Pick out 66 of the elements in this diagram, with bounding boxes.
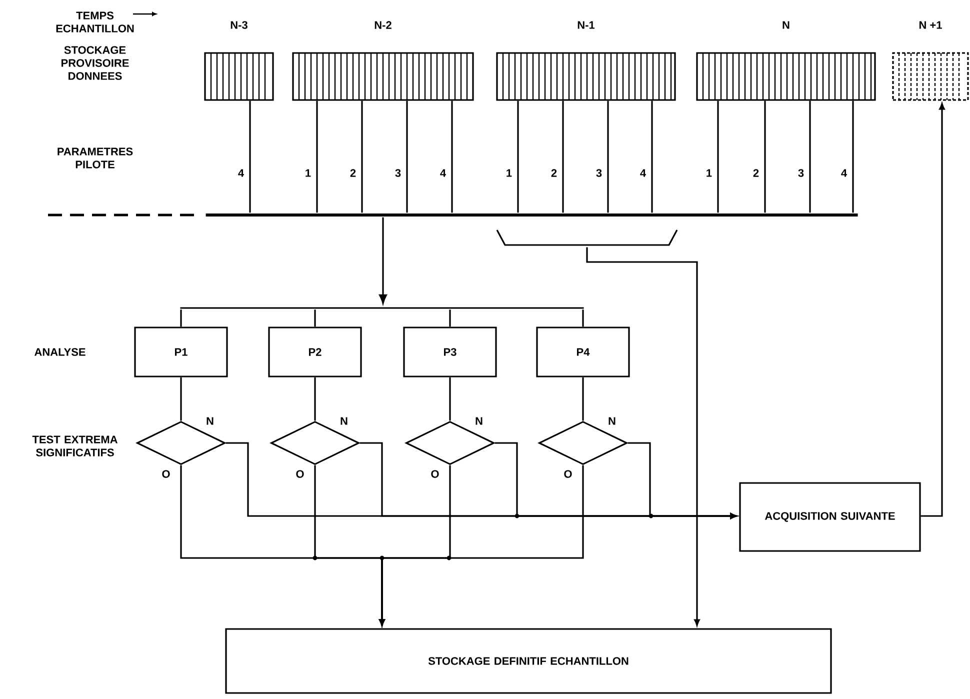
storage-box: STOCKAGE DEFINITIF ECHANTILLON: [225, 628, 832, 694]
connector: [379, 217, 387, 304]
connector: [449, 377, 451, 421]
connector: [180, 310, 182, 327]
connector: [406, 100, 408, 213]
edge-label: 4: [438, 168, 448, 178]
edge-label: 2: [550, 168, 558, 178]
row-label: PARAMETRES PILOTE: [58, 148, 133, 168]
connector: [586, 247, 700, 626]
connector: [717, 100, 719, 213]
edge-label: 4: [236, 168, 246, 178]
row-label: STOCKAGE PROVISOIRE DONNEES: [62, 46, 129, 80]
process-box: ACQUISITION SUIVANTE: [739, 482, 921, 552]
connector: [249, 100, 251, 213]
connector: [651, 100, 653, 213]
block-heading: N +1: [919, 21, 942, 29]
block-heading: N: [782, 21, 790, 29]
block-heading: N-1: [578, 21, 595, 29]
edge-label: 3: [594, 168, 604, 178]
connector: [314, 377, 316, 421]
connector: [379, 465, 584, 626]
row-label: TEST EXTREMA SIGNIFICATIFS: [32, 436, 118, 456]
edge-label: N: [474, 416, 484, 426]
edge-label: O: [562, 469, 574, 479]
connector: [607, 100, 609, 213]
edge-label: 1: [704, 168, 714, 178]
distribution-line: [180, 307, 584, 309]
connector: [451, 100, 453, 213]
edge-label: O: [294, 469, 306, 479]
block-heading: N-3: [230, 21, 248, 29]
process-box: P4: [536, 326, 630, 378]
process-box: P2: [268, 326, 362, 378]
process-box: P3: [403, 326, 497, 378]
edge-label: 3: [394, 168, 402, 178]
connector: [809, 100, 811, 213]
edge-label: N: [339, 416, 349, 426]
edge-label: 1: [504, 168, 514, 178]
connector: [920, 103, 945, 517]
connector: [316, 100, 318, 213]
row-label: TEMPS ECHANTILLON: [56, 12, 134, 32]
edge-label: 3: [796, 168, 806, 178]
connector: [852, 100, 854, 213]
edge-label: 4: [840, 168, 848, 178]
connector: [314, 310, 316, 327]
connector: [361, 100, 363, 213]
connector: [628, 442, 737, 519]
bracket: [496, 230, 678, 246]
connector: [449, 310, 451, 327]
process-box: P1: [134, 326, 228, 378]
edge-label: 2: [348, 168, 358, 178]
edge-label: N: [607, 416, 617, 426]
row-label: ANALYSE: [34, 348, 86, 356]
edge-label: 1: [304, 168, 312, 178]
edge-label: N: [205, 416, 215, 426]
edge-label: O: [430, 469, 440, 479]
edge-label: 2: [752, 168, 760, 178]
connector: [562, 100, 564, 213]
block-heading: N-2: [374, 21, 392, 29]
connector: [517, 100, 519, 213]
connector: [582, 377, 584, 421]
edge-label: 4: [638, 168, 648, 178]
bus-line: [206, 214, 858, 216]
connector: [582, 310, 584, 327]
connector: [764, 100, 766, 213]
edge-label: O: [160, 469, 172, 479]
connector: [180, 377, 182, 421]
